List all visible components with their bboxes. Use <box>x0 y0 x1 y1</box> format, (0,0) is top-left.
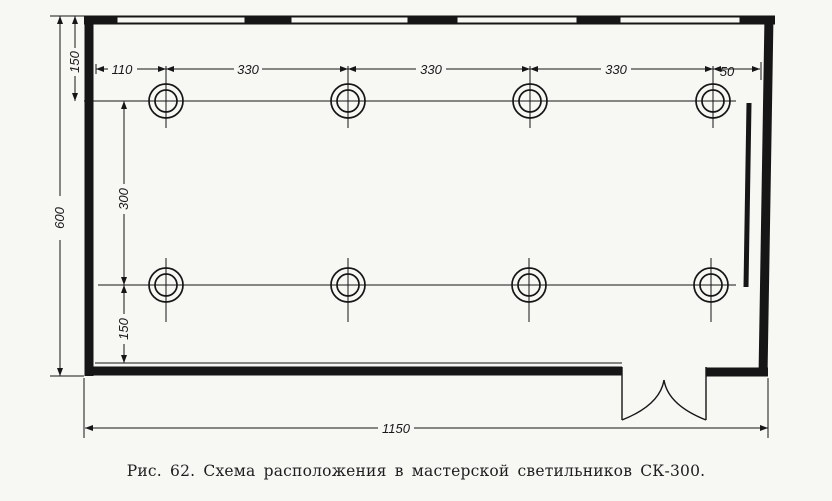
dim-label-left-offset: 110 <box>112 62 133 77</box>
dim-label-row-spacing: 300 <box>116 187 131 209</box>
dim-label-spacing: 330 <box>237 62 259 77</box>
dim-label-right-offset: 50 <box>720 64 735 79</box>
luminaires <box>148 83 731 303</box>
window <box>290 16 409 24</box>
window <box>456 16 578 24</box>
dim-label-room-length: 1150 <box>382 421 411 436</box>
dimension-lines <box>50 15 769 438</box>
luminaire <box>693 267 729 303</box>
figure-caption: Рис. 62. Схема расположения в мастерской… <box>126 462 706 480</box>
wall-board <box>743 102 752 288</box>
window <box>619 16 741 24</box>
luminaire <box>512 83 548 119</box>
dim-label-top-offset: 150 <box>67 50 82 72</box>
dim-label-spacing: 330 <box>420 62 442 77</box>
luminaire <box>330 267 366 303</box>
luminaire <box>330 83 366 119</box>
double-door <box>621 367 707 421</box>
luminaire <box>695 83 731 119</box>
dimension-arrows <box>57 16 768 431</box>
right-wall <box>758 15 774 377</box>
dim-label-bottom-offset: 150 <box>116 317 131 339</box>
windows <box>116 16 741 24</box>
luminaire <box>148 83 184 119</box>
dim-label-spacing: 330 <box>605 62 627 77</box>
window <box>116 16 246 24</box>
dim-label-room-width: 600 <box>52 206 67 228</box>
luminaire <box>148 267 184 303</box>
luminaire <box>511 267 547 303</box>
